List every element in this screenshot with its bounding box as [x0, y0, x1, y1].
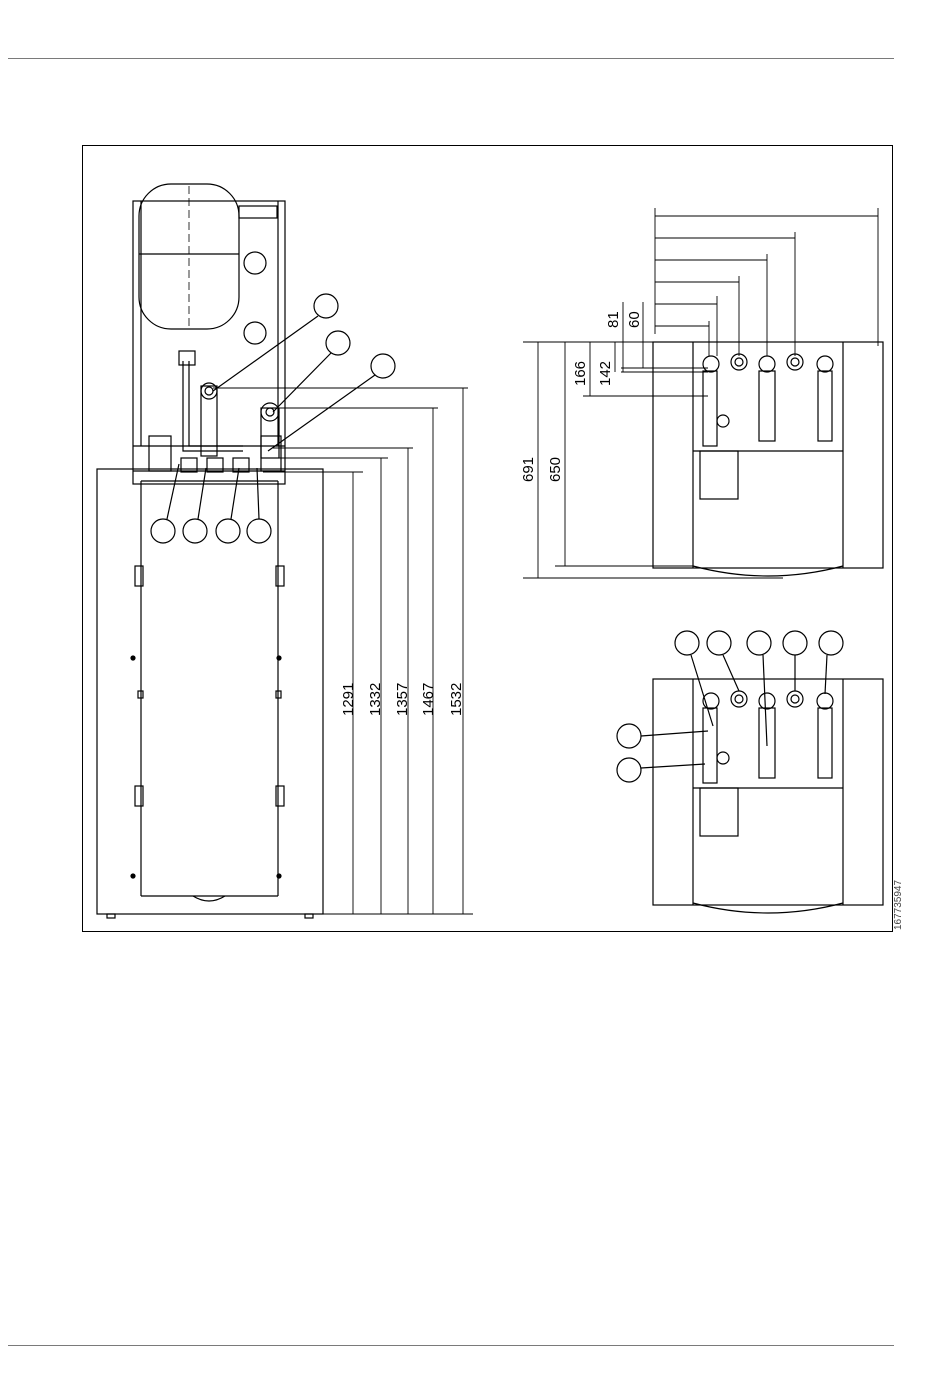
- top-view-lower-outline: [653, 679, 883, 905]
- top-view-dimensions: 81 60 691 650 166 142: [520, 208, 878, 578]
- dim-1291: 1291: [340, 683, 357, 716]
- front-view: [97, 184, 323, 918]
- callout-circle: [326, 331, 350, 355]
- dim-81: 81: [605, 311, 622, 328]
- lower-cabinet: [97, 469, 323, 914]
- callout-circle: [783, 631, 807, 655]
- callout-circle: [617, 758, 641, 782]
- callout-circle: [747, 631, 771, 655]
- top-view-outline: [653, 342, 883, 568]
- upper-frame: [133, 201, 285, 484]
- callout-circle: [675, 631, 699, 655]
- technical-drawing-frame: 1291 1332 1357 1467 1532: [82, 145, 893, 932]
- dim-650: 650: [547, 457, 564, 482]
- callout-circle: [707, 631, 731, 655]
- front-callouts-top: [213, 294, 395, 451]
- callout-circle: [216, 519, 240, 543]
- footer-rule: [8, 1345, 894, 1346]
- callout-circle: [371, 354, 395, 378]
- dim-142: 142: [597, 361, 614, 386]
- dim-1532: 1532: [448, 683, 465, 716]
- top-view-lower: [653, 679, 883, 913]
- callout-circle: [617, 724, 641, 748]
- dim-1332: 1332: [367, 683, 384, 716]
- document-id-text: 167735947: [893, 880, 904, 930]
- technical-drawing: 1291 1332 1357 1467 1532: [83, 146, 894, 933]
- callout-circle: [314, 294, 338, 318]
- lower-callouts: [617, 631, 843, 782]
- dim-60: 60: [626, 311, 643, 328]
- callout-circle: [183, 519, 207, 543]
- dim-166: 166: [572, 361, 589, 386]
- dim-1467: 1467: [420, 683, 437, 716]
- dim-1357: 1357: [394, 683, 411, 716]
- callout-circle: [151, 519, 175, 543]
- dim-691: 691: [520, 457, 537, 482]
- callout-circle: [247, 519, 271, 543]
- header-rule: [8, 58, 894, 59]
- top-view-upper: [653, 342, 883, 576]
- front-callouts-bottom: [151, 464, 271, 543]
- front-dimensions: 1291 1332 1357 1467 1532: [213, 388, 473, 914]
- callout-circle: [819, 631, 843, 655]
